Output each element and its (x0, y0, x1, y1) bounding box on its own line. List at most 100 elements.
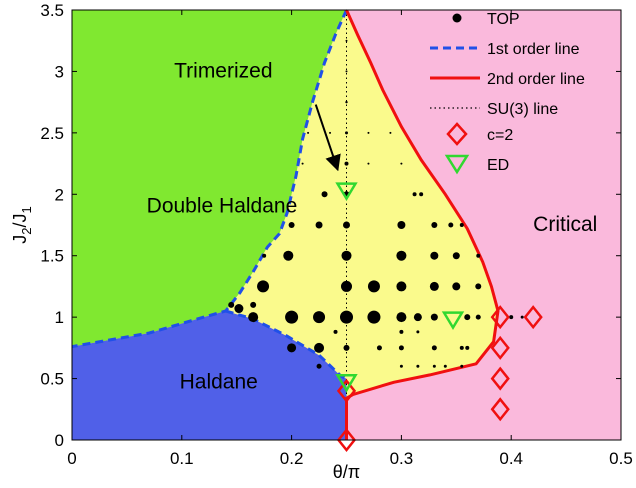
top-point (329, 131, 332, 134)
region-haldane (72, 311, 347, 440)
y-tick-label: 0 (55, 431, 64, 450)
top-point (432, 364, 436, 368)
top-point (250, 301, 257, 308)
top-point (367, 162, 370, 165)
top-point (419, 192, 424, 197)
top-point (431, 222, 438, 228)
top-point (262, 253, 267, 258)
top-point (367, 280, 380, 293)
ed-series (335, 182, 465, 393)
legend-su3-label: SU(3) line (487, 101, 558, 118)
legend-ed-label: ED (487, 157, 509, 174)
top-point (396, 281, 407, 292)
legend-c2-marker (446, 122, 468, 146)
phase-boundaries (72, 10, 500, 440)
c2-point (336, 427, 357, 453)
top-point (341, 250, 352, 261)
top-point (313, 311, 326, 324)
y-axis-label: J2/J1 (10, 206, 34, 243)
y-tick-label: 0.5 (40, 370, 64, 389)
legend-c2-label: c=2 (487, 127, 513, 144)
top-point (367, 310, 381, 324)
top-point (398, 345, 404, 351)
y-tick-label: 2.5 (40, 124, 64, 143)
c2-series (336, 305, 543, 453)
top-point (321, 191, 328, 198)
top-point (285, 310, 299, 324)
c2-point (490, 366, 510, 391)
y-axis-label-sub2: 1 (19, 206, 34, 213)
top-point (389, 131, 392, 134)
top-point (459, 345, 464, 350)
top-point (288, 222, 295, 228)
second-order-line (345, 10, 500, 440)
region-double-haldane (72, 10, 347, 347)
top-point (452, 282, 461, 291)
y-tick-label: 3 (55, 62, 64, 81)
y-axis-label-sub1: 2 (19, 228, 34, 235)
ed-point (441, 311, 465, 331)
c2-point (490, 305, 510, 330)
legend-item-second-order: 2nd order line (430, 71, 585, 88)
top-point (345, 70, 348, 73)
legend: TOP 1st order line 2nd order line SU(3) … (430, 11, 585, 175)
top-point (248, 312, 259, 323)
legend-second-order-label: 2nd order line (487, 71, 585, 88)
top-point (443, 364, 447, 368)
top-point (228, 301, 235, 308)
x-tick-label: 0.4 (499, 449, 523, 468)
legend-item-top: TOP (452, 11, 520, 28)
top-point (452, 252, 460, 260)
region-labels: Double Haldane Haldane Critical Trimeriz… (147, 60, 598, 394)
top-point (431, 345, 437, 351)
x-tick-label: 0.2 (280, 449, 304, 468)
top-point (307, 131, 310, 134)
top-point (396, 312, 407, 323)
c2-point (336, 378, 357, 403)
legend-item-c2: c=2 (446, 122, 513, 146)
y-axis-label-mid: /J (10, 213, 30, 227)
legend-top-label: TOP (487, 11, 520, 28)
y-tick-label: 1 (55, 308, 64, 327)
x-tick-label: 0.3 (390, 449, 414, 468)
c2-point (523, 305, 543, 330)
top-point (448, 222, 454, 228)
top-point (315, 221, 323, 229)
ed-point (335, 182, 358, 202)
ed-point (335, 374, 358, 393)
x-tick-label: 0 (67, 449, 76, 468)
y-tick-label: 3.5 (40, 1, 64, 20)
top-point (460, 364, 464, 368)
top-point (459, 223, 464, 227)
legend-item-ed: ED (444, 154, 509, 175)
phase-regions (72, 10, 621, 440)
first-order-line-lower (225, 309, 348, 380)
top-point (376, 345, 382, 351)
top-point (340, 310, 353, 324)
top-point (333, 329, 338, 334)
top-point (429, 281, 439, 291)
top-point (343, 344, 350, 351)
top-point (344, 161, 349, 166)
top-point (400, 162, 403, 165)
top-point (345, 39, 348, 42)
top-point (399, 329, 404, 334)
annotation-arrow (314, 104, 341, 172)
top-series (228, 9, 524, 369)
y-tick-label: 1.5 (40, 247, 64, 266)
top-point (367, 131, 370, 134)
top-point (314, 342, 325, 353)
top-point (430, 313, 438, 321)
y-tick-label: 2 (55, 185, 64, 204)
c2-point (490, 397, 510, 422)
first-order-line (72, 10, 348, 349)
c2-point (490, 335, 510, 360)
top-point (413, 313, 422, 322)
top-point (464, 314, 471, 321)
top-point (412, 192, 417, 197)
region-label-critical: Critical (533, 213, 597, 236)
x-tick-label: 0.5 (609, 449, 633, 468)
annotation-trimerized: Trimerized (174, 60, 272, 83)
y-axis-label-main: J (10, 235, 30, 244)
